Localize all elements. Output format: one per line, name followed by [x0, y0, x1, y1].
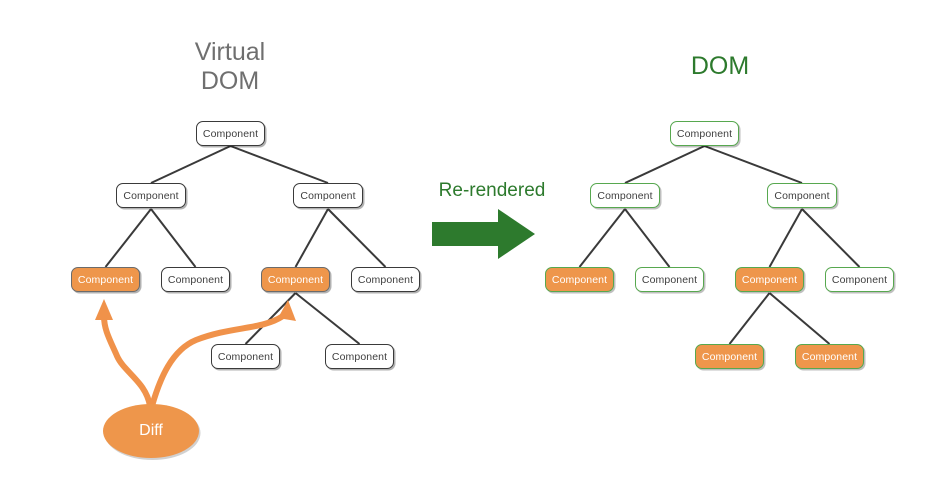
- left-node-b[interactable]: Component: [293, 183, 363, 208]
- re-rendered-arrow-icon: [432, 209, 535, 259]
- edge-r-a-r-a2: [624, 208, 671, 268]
- edge-l-a-l-a2: [150, 208, 197, 268]
- edge-r-b-r-b1: [768, 208, 803, 268]
- virtual-dom-title: Virtual DOM: [194, 38, 266, 95]
- edge-r-a-r-a1: [578, 208, 626, 268]
- right-node-b2[interactable]: Component: [825, 267, 894, 292]
- right-node-a[interactable]: Component: [590, 183, 660, 208]
- right-node-b1b-updated[interactable]: Component: [795, 344, 864, 369]
- edge-r-root-r-a: [624, 145, 705, 184]
- right-node-b1-updated[interactable]: Component: [735, 267, 804, 292]
- edge-l-b1-l-b1a: [244, 292, 297, 345]
- left-node-b1b[interactable]: Component: [325, 344, 394, 369]
- re-rendered-label: Re-rendered: [438, 180, 546, 201]
- edge-l-b1-l-b1b: [294, 292, 361, 345]
- edge-l-root-l-b: [230, 145, 329, 184]
- diff-arrow-to-left-changed-node: [101, 313, 153, 409]
- left-node-a1-changed[interactable]: Component: [71, 267, 140, 292]
- edge-r-root-r-b: [704, 145, 803, 184]
- diff-arrowhead-right: [278, 300, 296, 321]
- diff-arrow-to-right-changed-node: [149, 313, 286, 409]
- right-node-root[interactable]: Component: [670, 121, 739, 146]
- diff-node[interactable]: Diff: [103, 404, 199, 458]
- edge-l-b-l-b2: [327, 208, 387, 268]
- left-node-b2[interactable]: Component: [351, 267, 420, 292]
- edge-r-b-r-b2: [801, 208, 861, 268]
- right-node-a2[interactable]: Component: [635, 267, 704, 292]
- edge-l-b-l-b1: [294, 208, 329, 268]
- right-node-b1a-updated[interactable]: Component: [695, 344, 764, 369]
- left-node-b1-changed[interactable]: Component: [261, 267, 330, 292]
- right-node-b[interactable]: Component: [767, 183, 837, 208]
- edge-l-root-l-a: [150, 145, 231, 184]
- diff-arrows: [101, 313, 286, 409]
- right-node-a1-updated[interactable]: Component: [545, 267, 614, 292]
- edge-r-b1-r-b1b: [768, 292, 831, 345]
- edge-l-a-l-a1: [104, 208, 152, 268]
- diff-arrow-heads: [95, 299, 296, 321]
- left-node-a[interactable]: Component: [116, 183, 186, 208]
- left-tree-edges: [104, 145, 387, 345]
- right-tree-edges: [578, 145, 861, 345]
- left-node-b1a[interactable]: Component: [211, 344, 280, 369]
- diff-arrowhead-left: [95, 299, 113, 320]
- dom-title: DOM: [690, 52, 750, 80]
- edge-r-b1-r-b1a: [728, 292, 771, 345]
- left-node-a2[interactable]: Component: [161, 267, 230, 292]
- left-node-root[interactable]: Component: [196, 121, 265, 146]
